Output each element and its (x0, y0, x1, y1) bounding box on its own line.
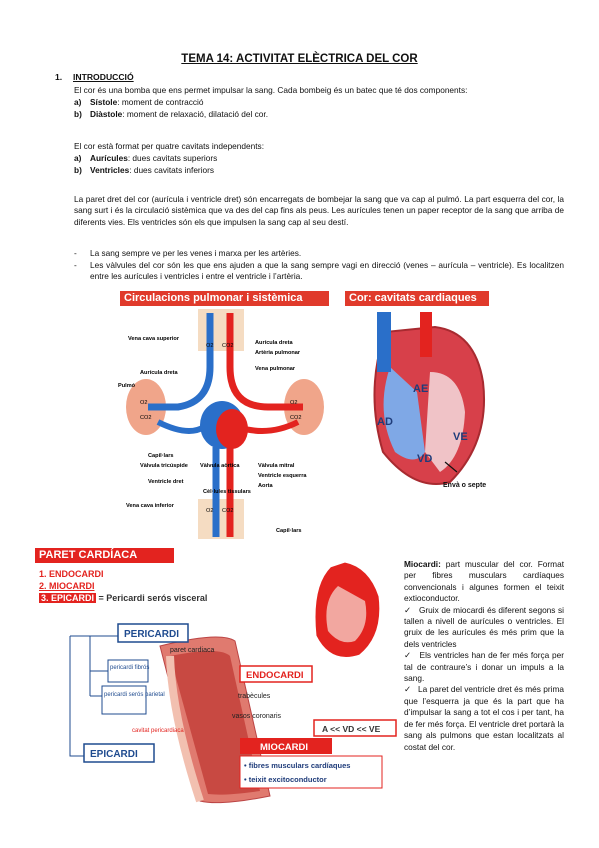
section-number: 1. (55, 72, 63, 82)
list-item: b)Diàstole: moment de relaxació, dilatac… (74, 109, 269, 119)
list-item: b)Ventricles: dues cavitats inferiors (74, 165, 215, 175)
label-valvula-aortica: Vàlvula aòrtica (200, 463, 240, 469)
label-cavitat: cavitat pericardiaca (132, 728, 184, 734)
label-co2-bottom: CO2 (222, 508, 234, 514)
label-vd: VD (417, 453, 432, 465)
label-septe: Envà o septe (443, 482, 486, 489)
layer-2: 2. MIOCARDI (39, 581, 95, 591)
bullet-item: -Les vàlvules del cor són les que ens aj… (74, 260, 564, 282)
label-vasos: vasos coronaris (232, 713, 282, 720)
heart-left (216, 409, 248, 449)
miocardi-description: Miocardi: part muscular del cor. Format … (404, 559, 565, 752)
label-valvula-tricuspide: Vàlvula tricúspide (140, 463, 188, 469)
wall-layers-list: 1. ENDOCARDI 2. MIOCARDI 3. EPICARDI = P… (39, 568, 207, 604)
layer-1: 1. ENDOCARDI (39, 569, 104, 579)
label-miocardi: MIOCARDI (260, 742, 308, 753)
label-co2-right: CO2 (290, 415, 302, 421)
label-endocardi: ENDOCARDI (246, 670, 304, 681)
circulation-diagram: Vena cava superior Aurícula dreta Artèri… (118, 309, 324, 539)
upper-tissue-box (198, 309, 244, 351)
label-auricula-dreta: Aurícula dreta (140, 370, 179, 376)
label-ventricle-esq: Ventricle esquerra (258, 473, 307, 479)
list-item: a)Sístole: moment de contracció (74, 97, 204, 107)
layer-3: 3. EPICARDI = Pericardi serós visceral (39, 593, 208, 603)
label-pericardi: PERICARDI (124, 629, 179, 640)
label-aorta: Aorta (258, 483, 273, 489)
body-paragraph: La paret dret del cor (aurícula i ventri… (74, 194, 564, 227)
page-title: TEMA 14: ACTIVITAT ELÈCTRICA DEL COR (181, 53, 418, 65)
label-ventricle-dret: Ventricle dret (148, 479, 184, 485)
label-pericardi-seros: pericardi serós parietal (104, 692, 165, 698)
label-valvula-mitral: Vàlvula mitral (258, 463, 295, 469)
intro-text: El cor és una bomba que ens permet impul… (74, 85, 468, 95)
label-ae: AE (413, 383, 428, 395)
label-ad: AD (377, 416, 393, 428)
label-fibres: • fibres musculars cardíaques (244, 761, 350, 770)
label-vena-cava-inf: Vena cava inferior (126, 503, 175, 509)
label-cel-lules: Cèl·lules tissulars (203, 489, 251, 495)
left-lung (126, 379, 166, 435)
heart-cavities-diagram: AE AD VE VD Envà o septe (373, 312, 486, 489)
fig3-banner: PARET CARDÍACA (35, 548, 174, 563)
wall-diagram: PERICARDI paret cardiaca pericardi fibró… (69, 559, 397, 804)
label-capillars-2: Capil·lars (276, 528, 302, 534)
label-vena-cava-sup: Vena cava superior (128, 336, 180, 342)
label-co2-left: CO2 (140, 415, 152, 421)
label-capillars-1: Capil·lars (148, 453, 174, 459)
label-arteria-pulmonar: Artèria pulmonar (255, 350, 301, 356)
label-o2-right: O2 (290, 400, 297, 406)
list-item: a)Aurícules: dues cavitats superiors (74, 153, 218, 163)
fig1-banner: Circulacions pulmonar i sistèmica (120, 291, 329, 306)
label-pericardi-fibros: pericardi fibrós (110, 665, 149, 671)
label-co2-top: CO2 (222, 343, 234, 349)
label-auricula-top: Aurícula dreta (255, 340, 294, 346)
label-epicardi: EPICARDI (90, 749, 138, 760)
label-trabecules: trabècules (238, 693, 271, 700)
label-vena-pulmonar: Vena pulmonar (255, 366, 296, 372)
label-paret-cardiaca: paret cardiaca (170, 647, 214, 654)
bullet-item: -La sang sempre ve per les venes i marxa… (74, 248, 302, 258)
cavities-intro: El cor està format per quatre cavitats i… (74, 141, 265, 151)
label-o2-left: O2 (140, 400, 147, 406)
label-o2-top: O2 (206, 343, 213, 349)
label-ve: VE (453, 431, 468, 443)
label-pulmo: Pulmó (118, 383, 136, 389)
lower-tissue-box (198, 499, 244, 539)
label-teixit: • teixit excitoconductor (244, 775, 327, 784)
label-o2-bottom: O2 (206, 508, 213, 514)
section-heading: 1. INTRODUCCIÓ (55, 72, 134, 82)
fig2-banner: Cor: cavitats cardiaques (345, 291, 489, 306)
label-formula: A << VD << VE (322, 724, 381, 734)
section-label: INTRODUCCIÓ (73, 72, 134, 82)
